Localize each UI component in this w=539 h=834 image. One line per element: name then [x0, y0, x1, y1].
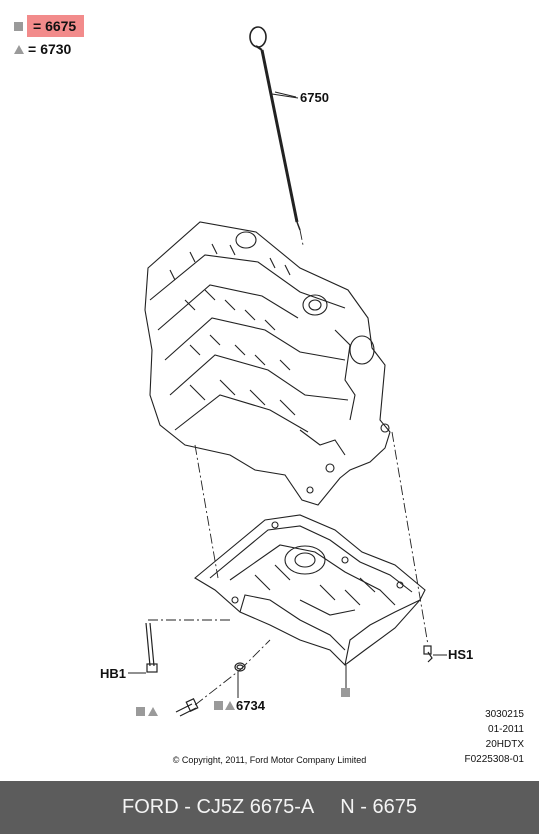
triangle-icon [148, 707, 158, 716]
footer-separator: - [178, 796, 197, 818]
square-icon [136, 707, 145, 716]
legend-highlight[interactable]: = 6675 [27, 15, 85, 37]
callout-hs1[interactable]: HS1 [448, 647, 474, 662]
square-icon [214, 701, 223, 710]
footer-bar: FORD - CJ5Z 6675-A N - 6675 [0, 781, 539, 834]
guide-lines [148, 229, 429, 706]
callout-hb1[interactable]: HB1 [100, 666, 127, 681]
dipstick-drawing [249, 26, 301, 231]
footer-part-number[interactable]: CJ5Z 6675-A [196, 796, 315, 818]
triangle-icon [225, 701, 235, 710]
meta-line: 3030215 [485, 709, 524, 720]
oil-pan-drawing [194, 514, 426, 666]
meta-line: 01-2011 [488, 724, 524, 735]
footer-separator: N - [340, 796, 373, 818]
meta-line: F0225308-01 [464, 754, 525, 765]
diagram-meta: 3030215 01-2011 20HDTX F0225308-01 [465, 707, 525, 767]
meta-line: 20HDTX [485, 739, 524, 750]
callout-dipstick[interactable]: 6750 [300, 90, 329, 105]
legend-part-number: 6730 [40, 41, 72, 57]
fasteners-drawing [145, 622, 433, 717]
footer-brand: FORD [121, 796, 179, 818]
square-icon [14, 21, 23, 31]
leader-6750 [271, 93, 299, 99]
legend-equals: = [28, 41, 37, 57]
copyright-text: © Copyright, 2011, Ford Motor Company Li… [172, 755, 367, 765]
legend-row-6675: = 6675 [14, 15, 85, 37]
engine-block-drawing [144, 221, 391, 506]
square-icon [341, 688, 350, 697]
legend-equals: = [33, 18, 42, 34]
footer-code: 6675 [372, 796, 418, 818]
legend-row-6730: = 6730 [14, 41, 71, 57]
legend-part-number: 6675 [45, 18, 77, 34]
callout-gasket[interactable]: 6734 [236, 698, 265, 713]
triangle-icon [14, 44, 24, 54]
